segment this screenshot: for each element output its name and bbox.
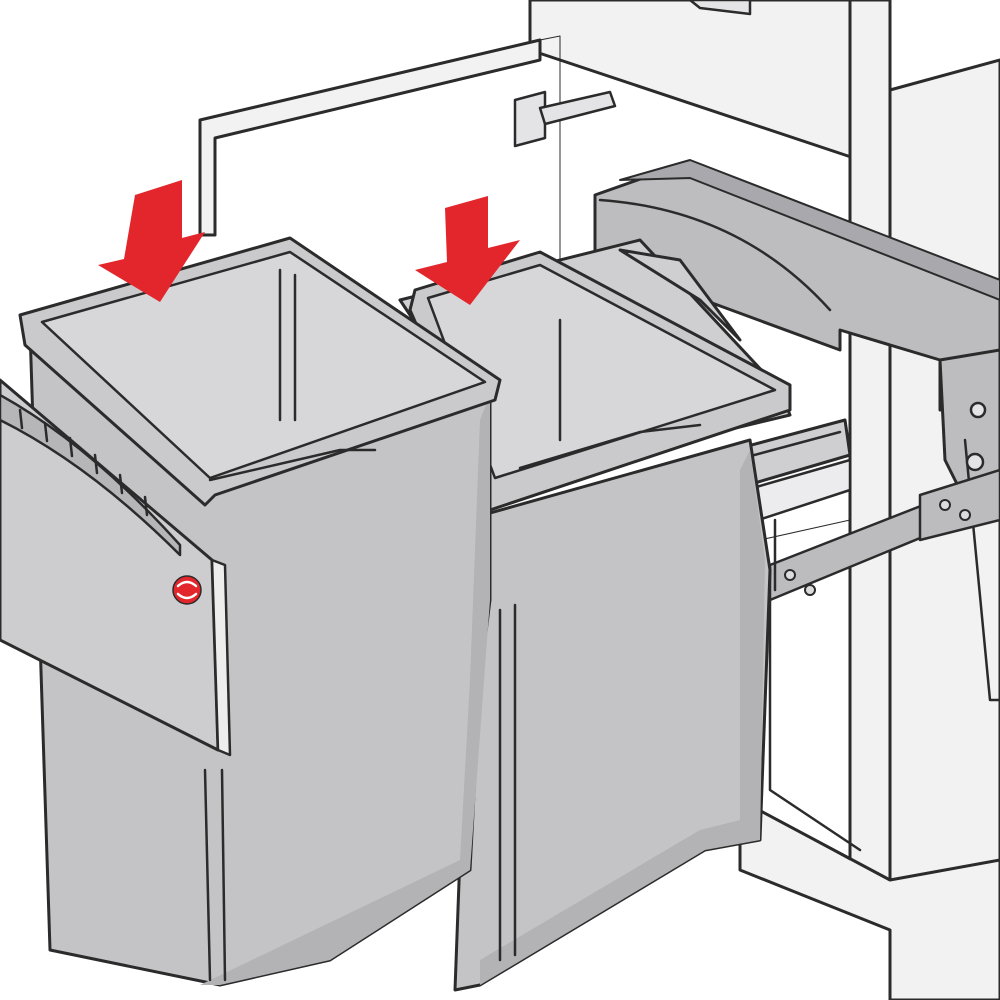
- left-bin: [18, 236, 502, 987]
- lid-curve: [598, 198, 832, 312]
- cabinet-open-door: [198, 38, 542, 237]
- cabinet-plinth: [738, 798, 1000, 1000]
- rail-screw: [784, 569, 796, 581]
- right-bin-side: [480, 450, 765, 985]
- front-panel-grip: [0, 393, 182, 557]
- cabinet-upper-door: [528, 0, 862, 162]
- grip-ribs: [18, 408, 149, 517]
- down-arrow-shape: [98, 180, 205, 302]
- bottom-rails: [768, 468, 1000, 852]
- mechanism-bolt: [969, 401, 987, 419]
- hinge-plate: [513, 90, 547, 148]
- left-bin-ridge: [220, 768, 227, 982]
- rail-frame-line: [768, 598, 862, 852]
- down-arrow-icon: [415, 196, 520, 305]
- right-bin-handle: [518, 423, 702, 470]
- upper-handle: [688, 0, 752, 16]
- brand-badge-circle: [172, 575, 202, 605]
- left-bin-ridge: [203, 768, 212, 982]
- rail-screw: [959, 509, 971, 521]
- left-bin-handle: [208, 448, 377, 482]
- mechanism-bolt: [965, 452, 985, 472]
- frame-runner: [618, 248, 742, 342]
- rail-screw: [804, 584, 816, 596]
- down-arrow-shape: [415, 196, 520, 305]
- cabinet-side-panel: [848, 0, 892, 882]
- hinge-arm: [538, 90, 617, 126]
- door-edge-line: [539, 35, 561, 260]
- left-bin-opening: [40, 250, 487, 480]
- front-panel: [0, 378, 232, 757]
- front-panel-edge: [210, 558, 232, 757]
- right-bin: [408, 250, 792, 992]
- lid-housing: [593, 159, 1000, 702]
- rail-screw: [939, 499, 951, 511]
- lid-housing-top: [619, 159, 1000, 301]
- cabinet-opening: [759, 519, 851, 861]
- down-arrow-icon: [98, 180, 205, 302]
- brand-badge-icon: [172, 575, 202, 605]
- door-hinge: [513, 0, 752, 148]
- bottom-rail-right: [918, 468, 1000, 542]
- right-bin-body: [453, 438, 772, 992]
- brand-badge-mark: [176, 580, 198, 600]
